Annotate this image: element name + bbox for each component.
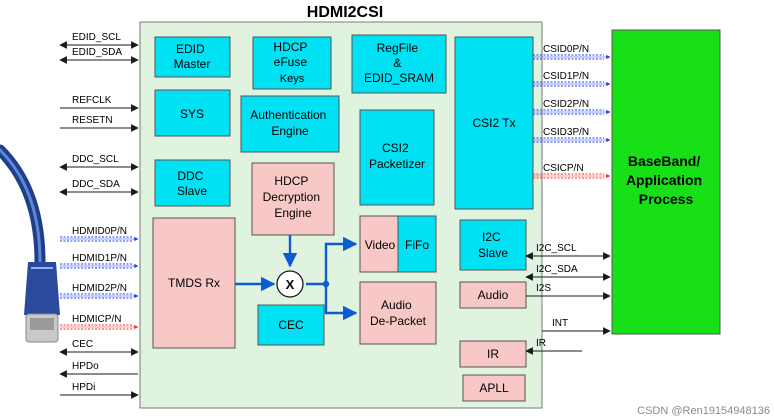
signal-i2c-sda: I2C_SDA <box>525 264 611 281</box>
audio-depacket-label: Audio De-Packet <box>370 298 427 328</box>
i2c-slave-label: I2C Slave <box>478 230 508 260</box>
signal-ddc-scl: DDC_SCL <box>59 154 139 171</box>
ir-label: IR <box>487 347 499 361</box>
ddc-slave-label: DDC Slave <box>177 169 207 198</box>
audio-label: Audio <box>478 288 509 302</box>
signal-i2s: I2S <box>526 283 611 300</box>
signal-ir: IR <box>525 338 582 355</box>
signal-label-edid-scl: EDID_SCL <box>72 32 121 43</box>
hdcp-decryption-label: HDCP Decryption Engine <box>263 174 324 220</box>
apll-label: APLL <box>479 381 509 395</box>
signal-cec: CEC <box>59 339 139 356</box>
signal-label-int: INT <box>552 318 568 329</box>
edid-master-label: EDID Master <box>174 42 211 71</box>
regfile-block <box>351 34 447 94</box>
left-signal-group: EDID_SCL EDID_SDA REFCLK RESETN DDC_SCL DDC_S… <box>59 32 139 399</box>
signal-hdmid2p-n: HDMID2P/N <box>60 283 139 299</box>
signal-label-csid2p-n: CSID2P/N <box>543 99 589 110</box>
audio-depacket-block <box>359 281 437 345</box>
authentication-engine-block <box>240 95 340 153</box>
mixer-label: X <box>286 277 295 292</box>
edid-master-block <box>154 36 231 78</box>
tmds-rx-label: TMDS Rx <box>168 276 220 290</box>
signal-label-csid1p-n: CSID1P/N <box>543 71 589 82</box>
signal-csid1p-n: CSID1P/N <box>533 71 611 87</box>
signal-label-cec: CEC <box>72 339 93 350</box>
signal-label-csicp-n: CSICP/N <box>543 163 584 174</box>
sys-block <box>154 89 231 137</box>
fifo-label: FiFo <box>405 238 429 252</box>
i2c-slave-block <box>459 219 527 271</box>
hdcp-efuse-block <box>252 36 332 90</box>
csi2-packetizer-block <box>359 109 435 206</box>
authentication-engine-label: Authentication Engine <box>250 108 329 138</box>
sys-label: SYS <box>180 107 204 121</box>
watermark-text: CSDN @Ren19154948136 <box>637 405 770 417</box>
signal-label-i2c-sda: I2C_SDA <box>536 264 578 275</box>
csi2-tx-label: CSI2 Tx <box>472 116 515 130</box>
signal-label-refclk: REFCLK <box>72 95 112 106</box>
hdcp-efuse-label: HDCP eFuse Keys <box>273 40 310 85</box>
signal-edid-scl: EDID_SCL <box>59 32 139 49</box>
cec-label: CEC <box>278 318 304 332</box>
regfile-label: RegFile & EDID_SRAM <box>364 41 434 85</box>
signal-csid0p-n: CSID0P/N <box>533 44 611 60</box>
signal-label-hdmid2p-n: HDMID2P/N <box>72 283 127 294</box>
signal-hdmid0p-n: HDMID0P/N <box>60 226 139 242</box>
csi2-tx-block <box>454 36 534 210</box>
signal-label-ddc-scl: DDC_SCL <box>72 154 119 165</box>
internal-data-flow: X <box>235 235 358 321</box>
apll-block <box>462 374 526 402</box>
signal-label-hpdo: HPDo <box>72 361 99 372</box>
signal-label-csid3p-n: CSID3P/N <box>543 127 589 138</box>
signal-csid3p-n: CSID3P/N <box>533 127 611 143</box>
signal-label-csid0p-n: CSID0P/N <box>543 44 589 55</box>
split-to-audio-depacket-arrow <box>324 284 358 321</box>
signal-hpdo: HPDo <box>59 361 138 378</box>
split-to-video-fifo-arrow <box>324 236 358 284</box>
signal-csid2p-n: CSID2P/N <box>533 99 611 115</box>
signal-label-i2s: I2S <box>536 283 551 294</box>
signal-csicp-n: CSICP/N <box>533 163 611 179</box>
signal-label-hdmid1p-n: HDMID1P/N <box>72 253 127 264</box>
signal-label-ir: IR <box>536 338 546 349</box>
signal-label-i2c-scl: I2C_SCL <box>536 243 577 254</box>
signal-resetn: RESETN <box>60 115 139 132</box>
signal-hpdi: HPDi <box>60 382 139 399</box>
baseband-block <box>611 29 721 335</box>
cec-block <box>257 304 325 346</box>
chip-title: HDMI2CSI <box>307 4 383 21</box>
ddc-slave-block <box>154 159 231 207</box>
signal-ddc-sda: DDC_SDA <box>59 179 139 196</box>
signal-hdmid1p-n: HDMID1P/N <box>60 253 139 269</box>
audio-block <box>459 281 527 309</box>
signal-label-resetn: RESETN <box>72 115 113 126</box>
hdmi-cable-image <box>0 144 60 343</box>
signal-label-hdmicp-n: HDMICP/N <box>72 314 121 325</box>
signal-edid-sda: EDID_SDA <box>59 47 139 64</box>
signal-hdmicp-n: HDMICP/N <box>60 314 139 330</box>
right-signal-group: CSID0P/N CSID1P/N CSID2P/N CSID3P/N CSICP/N I… <box>525 44 611 355</box>
internal-blocks: EDID Master HDCP eFuse Keys RegFile & ED… <box>152 34 534 402</box>
tmds-rx-block <box>152 217 236 349</box>
signal-i2c-scl: I2C_SCL <box>525 243 611 260</box>
video-label: Video <box>365 238 396 252</box>
signal-label-ddc-sda: DDC_SDA <box>72 179 120 190</box>
signal-label-hpdi: HPDi <box>72 382 95 393</box>
signal-label-hdmid0p-n: HDMID0P/N <box>72 226 127 237</box>
mixer-node <box>276 270 304 298</box>
signal-int: INT <box>542 318 611 335</box>
csi2-packetizer-label: CSI2 Packetizer <box>369 141 425 171</box>
video-fifo-right-block <box>397 215 437 273</box>
baseband-label: BaseBand/ Application Process <box>626 153 706 207</box>
hdcp-decryption-block <box>251 162 335 236</box>
signal-label-edid-sda: EDID_SDA <box>72 47 122 58</box>
ir-block <box>459 340 527 368</box>
signal-refclk: REFCLK <box>60 95 139 112</box>
